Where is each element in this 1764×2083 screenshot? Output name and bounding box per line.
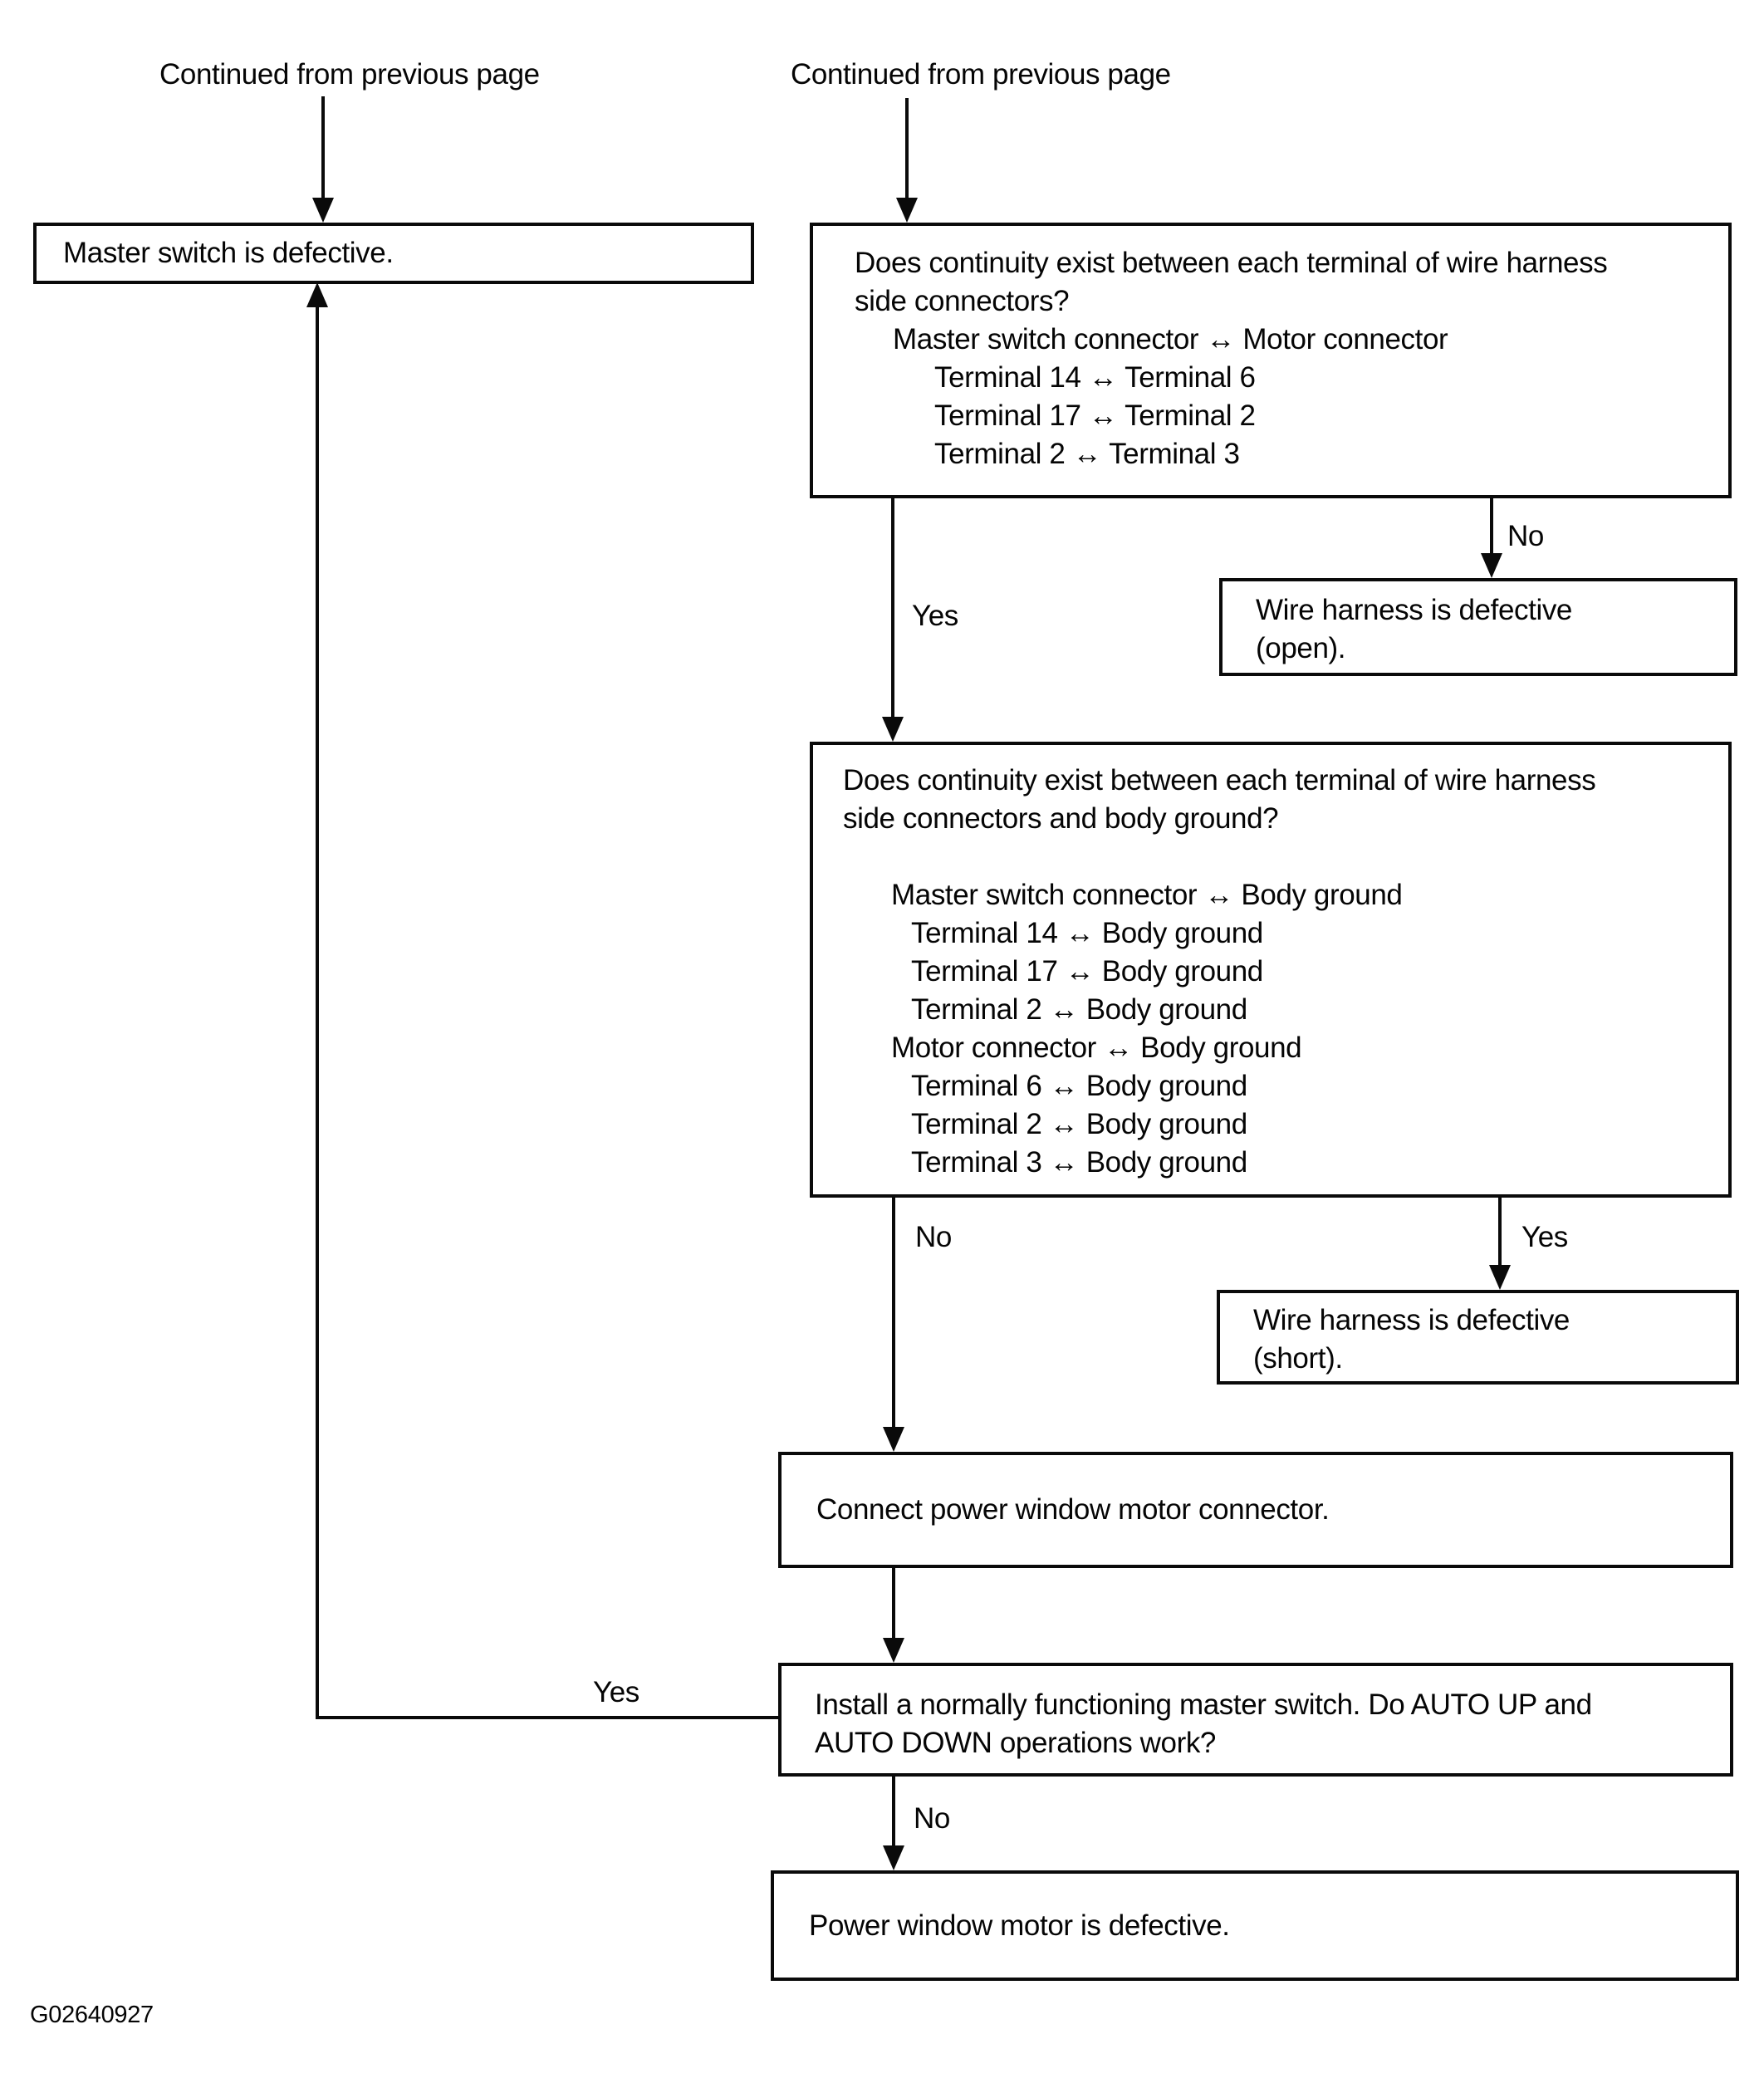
edge-install-no-line xyxy=(892,1777,895,1845)
continued-from-previous-page-right: Continued from previous page xyxy=(791,58,1171,91)
node-text: side connectors and body ground? xyxy=(843,802,1279,835)
node-text: Terminal 17 ↔ Terminal 2 xyxy=(934,399,1256,432)
branch-label-install-switch-no: No xyxy=(914,1802,950,1835)
node-text: Connect power window motor connector. xyxy=(816,1493,1330,1526)
node-text: Motor connector ↔ Body ground xyxy=(891,1032,1302,1064)
node-connect-motor-connector: Connect power window motor connector. xyxy=(778,1452,1733,1568)
branch-label-harness-continuity-no: No xyxy=(1507,520,1544,552)
node-text: Terminal 2 ↔ Body ground xyxy=(911,993,1247,1026)
node-text: Wire harness is defective xyxy=(1256,594,1572,626)
branch-label-ground-continuity-no: No xyxy=(915,1221,952,1253)
edge-connect-to-install-head-icon xyxy=(883,1638,904,1663)
entry-arrow-left-head-icon xyxy=(312,198,334,223)
edge-ground-continuity-yes-line xyxy=(1498,1198,1502,1265)
node-motor-defective: Power window motor is defective. xyxy=(771,1870,1739,1981)
edge-install-no-head-icon xyxy=(883,1845,904,1870)
node-text: (open). xyxy=(1256,632,1346,664)
node-question-install-master-switch: Install a normally functioning master sw… xyxy=(778,1663,1733,1777)
edge-harness-continuity-no-head-icon xyxy=(1481,553,1502,578)
edge-harness-continuity-yes-head-icon xyxy=(882,717,904,742)
edge-install-yes-vertical-line xyxy=(316,306,319,1719)
node-text: Terminal 6 ↔ Body ground xyxy=(911,1070,1247,1102)
edge-ground-continuity-yes-head-icon xyxy=(1489,1265,1511,1290)
node-text: Terminal 2 ↔ Body ground xyxy=(911,1108,1247,1140)
node-question-ground-continuity: Does continuity exist between each termi… xyxy=(810,742,1732,1198)
edge-install-yes-head-icon xyxy=(306,282,328,307)
node-question-harness-continuity: Does continuity exist between each termi… xyxy=(810,223,1732,498)
edge-harness-continuity-yes-line xyxy=(891,497,894,717)
edge-harness-continuity-no-line xyxy=(1490,497,1493,554)
node-text: Master switch connector ↔ Motor connecto… xyxy=(893,323,1448,355)
branch-label-ground-continuity-yes: Yes xyxy=(1521,1221,1568,1253)
figure-code: G02640927 xyxy=(30,2002,154,2028)
node-text: Wire harness is defective xyxy=(1253,1304,1570,1336)
node-text: Terminal 14 ↔ Body ground xyxy=(911,917,1263,949)
node-text: Terminal 17 ↔ Body ground xyxy=(911,955,1263,988)
edge-ground-continuity-no-head-icon xyxy=(883,1427,904,1452)
branch-label-install-switch-yes: Yes xyxy=(593,1676,639,1708)
node-text: (short). xyxy=(1253,1342,1343,1375)
node-text: Master switch is defective. xyxy=(63,237,394,269)
entry-arrow-right-head-icon xyxy=(896,198,918,223)
entry-arrow-left-line xyxy=(321,96,325,199)
node-text: Power window motor is defective. xyxy=(809,1909,1230,1942)
branch-label-harness-continuity-yes: Yes xyxy=(912,600,958,632)
node-text: Does continuity exist between each termi… xyxy=(855,247,1608,279)
node-master-switch-defective: Master switch is defective. xyxy=(33,223,754,284)
node-text: Terminal 3 ↔ Body ground xyxy=(911,1146,1247,1179)
entry-arrow-right-line xyxy=(905,98,909,199)
node-text: Install a normally functioning master sw… xyxy=(815,1688,1592,1721)
node-text: Terminal 14 ↔ Terminal 6 xyxy=(934,361,1256,394)
node-text: Master switch connector ↔ Body ground xyxy=(891,879,1403,911)
edge-ground-continuity-no-line xyxy=(892,1198,895,1427)
node-text: side connectors? xyxy=(855,285,1070,317)
edge-install-yes-horizontal-line xyxy=(316,1716,778,1719)
node-harness-defective-open: Wire harness is defective (open). xyxy=(1219,578,1737,676)
node-text: AUTO DOWN operations work? xyxy=(815,1727,1216,1759)
node-text: Terminal 2 ↔ Terminal 3 xyxy=(934,438,1240,470)
node-harness-defective-short: Wire harness is defective (short). xyxy=(1217,1290,1739,1385)
node-text: Does continuity exist between each termi… xyxy=(843,764,1596,796)
node-text-spacer xyxy=(843,838,1715,876)
continued-from-previous-page-left: Continued from previous page xyxy=(159,58,540,91)
edge-connect-to-install-line xyxy=(892,1568,895,1638)
